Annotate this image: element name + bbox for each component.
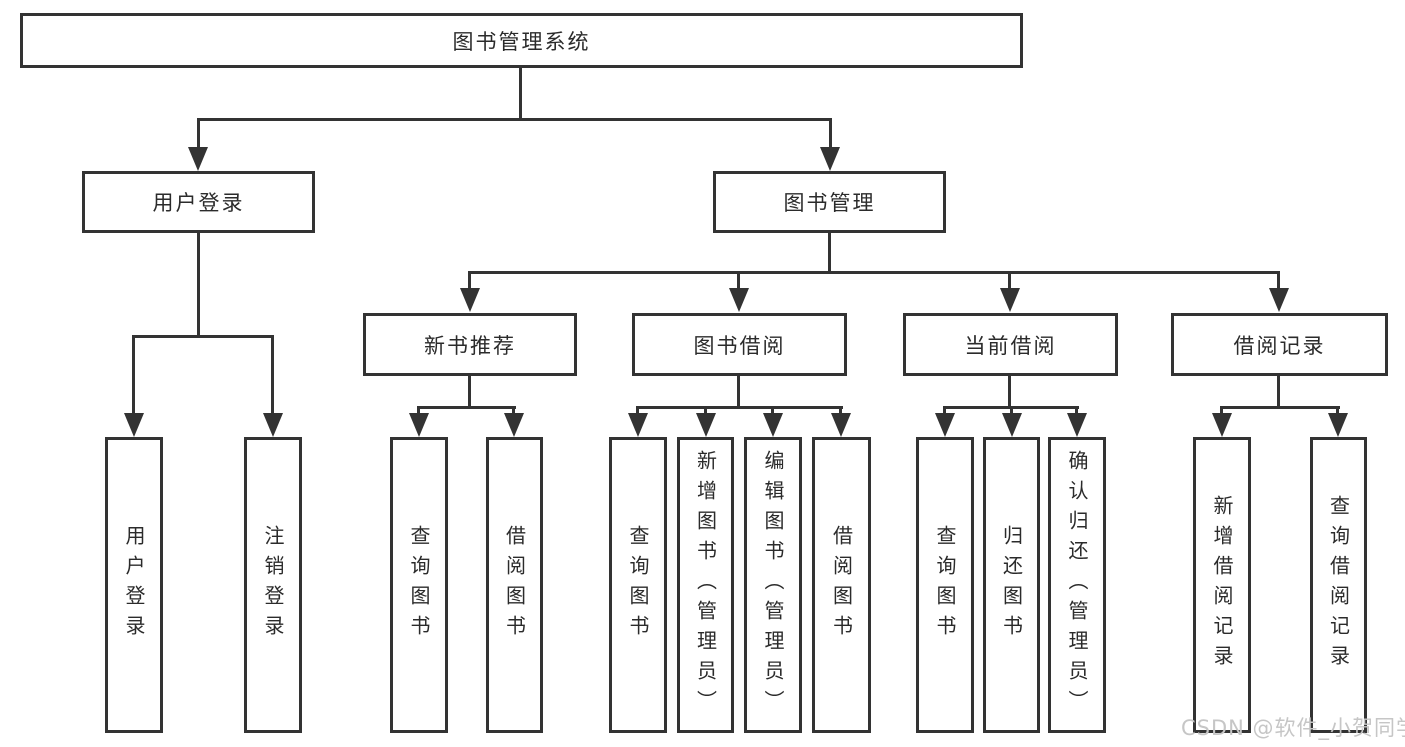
- connector-current-borrow-trunk: [1008, 376, 1011, 407]
- connector-borrow-records-branch: [1220, 406, 1340, 409]
- arrow-down-icon: [628, 413, 648, 437]
- leaf-user-login: 用户登录: [105, 437, 163, 733]
- arrow-down-icon: [1000, 288, 1020, 312]
- arrow-down-icon: [1002, 413, 1022, 437]
- arrow-down-icon: [935, 413, 955, 437]
- connector-leaf-stub: [1075, 406, 1078, 415]
- leaf-query-books-borrow: 查询图书: [609, 437, 667, 733]
- leaf-label: 注销登录: [261, 525, 285, 645]
- connector-root-trunk: [519, 68, 522, 119]
- leaf-confirm-return-admin: 确认归还（管理员）: [1048, 437, 1106, 733]
- connector-leaf-stub: [512, 406, 515, 415]
- arrow-down-icon: [124, 413, 144, 437]
- arrow-down-icon: [831, 413, 851, 437]
- node-label: 图书管理系统: [452, 29, 591, 54]
- leaf-label: 查询图书: [407, 525, 431, 645]
- node-book-borrowing: 图书借阅: [632, 313, 847, 376]
- leaf-logout-login: 注销登录: [244, 437, 302, 733]
- node-library-management-system: 图书管理系统: [20, 13, 1023, 68]
- leaf-label: 借阅图书: [829, 525, 854, 645]
- arrow-down-icon: [409, 413, 429, 437]
- node-new-book-recommendation: 新书推荐: [363, 313, 577, 376]
- connector-to-leaf-logout: [271, 335, 274, 414]
- connector-to-new-book: [468, 271, 471, 290]
- leaf-add-borrow-record: 新增借阅记录: [1193, 437, 1251, 733]
- node-label: 用户登录: [152, 191, 245, 215]
- connector-user-login-trunk: [197, 233, 200, 336]
- connector-leaf-stub: [417, 406, 420, 415]
- leaf-label: 查询图书: [626, 525, 650, 645]
- leaf-query-books-newbook: 查询图书: [390, 437, 448, 733]
- connector-leaf-stub: [1336, 406, 1339, 415]
- leaf-add-books-admin: 新增图书（管理员）: [677, 437, 734, 733]
- node-label: 图书借阅: [693, 333, 786, 358]
- connector-book-borrow-trunk: [737, 376, 740, 407]
- arrow-down-icon: [1269, 288, 1289, 312]
- leaf-return-books: 归还图书: [983, 437, 1040, 733]
- leaf-label: 新增借阅记录: [1210, 495, 1234, 675]
- arrow-down-icon: [263, 413, 283, 437]
- arrow-down-icon: [504, 413, 524, 437]
- connector-leaf-stub: [636, 406, 639, 415]
- arrow-down-icon: [1212, 413, 1232, 437]
- node-book-management: 图书管理: [713, 171, 946, 233]
- connector-to-book-borrow: [737, 271, 740, 290]
- arrow-down-icon: [1067, 413, 1087, 437]
- node-label: 借阅记录: [1233, 333, 1326, 358]
- leaf-label: 用户登录: [122, 525, 146, 645]
- connector-user-login-branch: [132, 335, 274, 338]
- connector-to-user-login: [197, 118, 200, 149]
- leaf-borrow-books: 借阅图书: [812, 437, 871, 733]
- arrow-down-icon: [188, 147, 208, 171]
- leaf-borrow-books-newbook: 借阅图书: [486, 437, 543, 733]
- connector-book-management-trunk: [828, 233, 831, 273]
- arrow-down-icon: [729, 288, 749, 312]
- leaf-label: 归还图书: [999, 525, 1024, 645]
- connector-to-leaf-user-login: [132, 335, 135, 414]
- connector-leaf-stub: [1220, 406, 1223, 415]
- csdn-watermark: CSDN @软件_小贺同学: [1181, 716, 1405, 740]
- connector-to-book-management: [829, 118, 832, 149]
- connector-leaf-stub: [943, 406, 946, 415]
- node-label: 新书推荐: [424, 333, 516, 358]
- connector-book-management-branch: [468, 271, 1280, 274]
- connector-leaf-stub: [771, 406, 774, 415]
- arrow-down-icon: [696, 413, 716, 437]
- connector-leaf-stub: [839, 406, 842, 415]
- arrow-down-icon: [1328, 413, 1348, 437]
- leaf-edit-books-admin: 编辑图书（管理员）: [744, 437, 802, 733]
- leaf-query-books-current: 查询图书: [916, 437, 974, 733]
- connector-leaf-stub: [1010, 406, 1013, 415]
- leaf-label: 借阅图书: [502, 525, 527, 645]
- node-label: 图书管理: [783, 191, 876, 215]
- connector-book-borrow-branch: [636, 406, 843, 409]
- connector-leaf-stub: [704, 406, 707, 415]
- leaf-label: 查询图书: [933, 525, 957, 645]
- arrow-down-icon: [820, 147, 840, 171]
- connector-new-book-trunk: [468, 376, 471, 407]
- node-label: 当前借阅: [964, 333, 1057, 358]
- leaf-label: 编辑图书（管理员）: [761, 450, 785, 720]
- connector-to-borrow-records: [1277, 271, 1280, 290]
- node-current-borrowing: 当前借阅: [903, 313, 1118, 376]
- connector-root-branch: [197, 118, 831, 121]
- leaf-label: 确认归还（管理员）: [1065, 450, 1089, 720]
- connector-new-book-branch: [417, 406, 516, 409]
- connector-borrow-records-trunk: [1277, 376, 1280, 407]
- arrow-down-icon: [763, 413, 783, 437]
- leaf-query-borrow-record: 查询借阅记录: [1310, 437, 1367, 733]
- node-borrowing-records: 借阅记录: [1171, 313, 1388, 376]
- arrow-down-icon: [460, 288, 480, 312]
- leaf-label: 新增图书（管理员）: [693, 450, 718, 720]
- leaf-label: 查询借阅记录: [1326, 495, 1351, 675]
- node-user-login: 用户登录: [82, 171, 315, 233]
- connector-to-current-borrow: [1008, 271, 1011, 290]
